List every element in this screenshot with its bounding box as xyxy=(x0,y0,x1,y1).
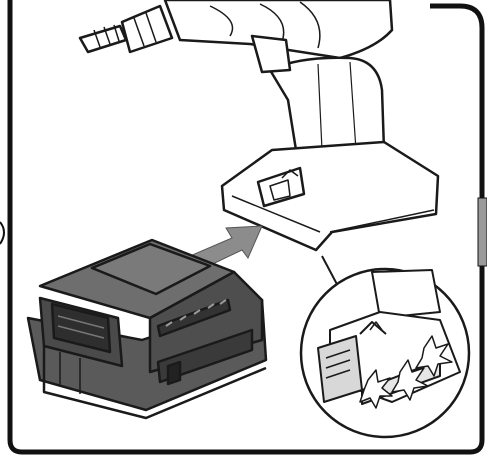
magnified-detail xyxy=(301,256,469,437)
left-notch xyxy=(0,222,4,244)
drill-icon xyxy=(80,0,438,250)
side-tab xyxy=(478,198,487,266)
battery-icon xyxy=(28,240,266,418)
